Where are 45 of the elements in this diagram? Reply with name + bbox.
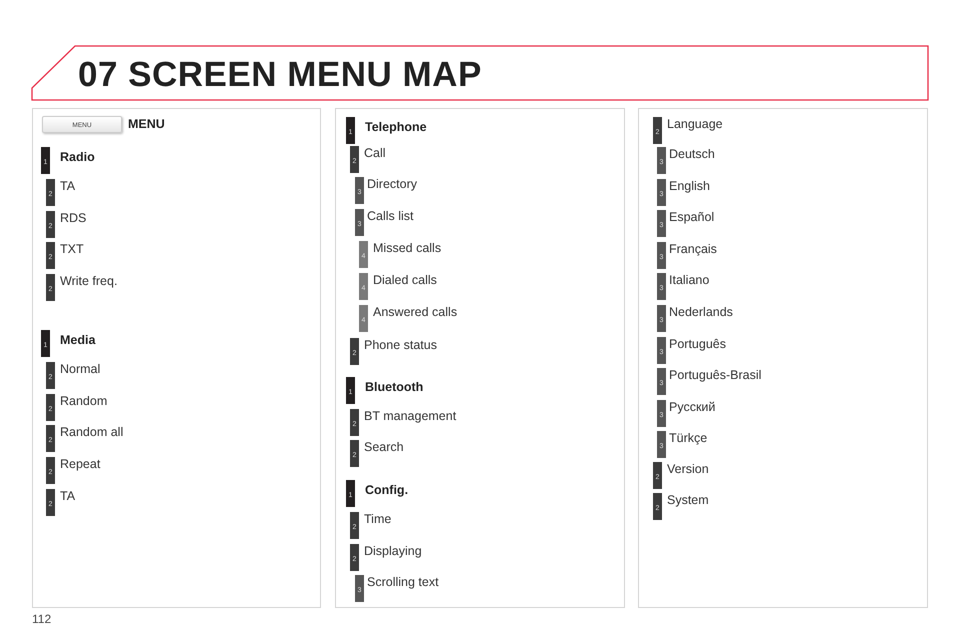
menu-item-label: Português-Brasil <box>669 368 762 384</box>
menu-item-label: Random all <box>60 425 124 440</box>
menu-item-label: TXT <box>60 242 84 257</box>
menu-item-label: Phone status <box>364 338 437 353</box>
menu-heading: Media <box>60 333 96 348</box>
menu-item-label: Русский <box>669 400 716 415</box>
menu-item-label: RDS <box>60 211 86 226</box>
menu-item-label: Calls list <box>367 209 414 224</box>
menu-item-label: Missed calls <box>373 241 442 256</box>
menu-item-label: Español <box>669 210 714 226</box>
menu-item-label: Repeat <box>60 457 100 472</box>
menu-item-label: TA <box>60 179 76 194</box>
menu-item-label: Call <box>364 146 386 161</box>
menu-item-label: Italiano <box>669 273 710 288</box>
menu-item-label: Scrolling text <box>367 575 439 590</box>
menu-item-label: Write freq. <box>60 274 118 289</box>
menu-item-label: English <box>669 178 710 194</box>
page-title: 07 SCREEN MENU MAP <box>78 55 482 95</box>
menu-item-label: Nederlands <box>669 305 733 320</box>
menu-item-label: Search <box>364 440 404 455</box>
menu-item-label: Answered calls <box>373 305 458 320</box>
menu-panel <box>32 108 321 608</box>
menu-item-label: Dialed calls <box>373 273 437 288</box>
menu-item-label: Français <box>669 242 717 257</box>
menu-item-label: Displaying <box>364 544 422 559</box>
menu-item-label: Português <box>669 336 726 352</box>
menu-item-label: System <box>667 493 709 508</box>
menu-panel <box>638 108 928 608</box>
menu-item-label: Türkçe <box>669 431 708 446</box>
menu-panel <box>335 108 625 608</box>
menu-item-label: Version <box>667 462 709 477</box>
menu-item-label: Language <box>667 117 723 132</box>
menu-item-label: Normal <box>60 362 100 377</box>
menu-heading: Bluetooth <box>365 380 424 395</box>
menu-item-label: Directory <box>367 177 418 192</box>
menu-item-label: Deutsch <box>669 147 715 162</box>
menu-heading: Radio <box>60 150 95 165</box>
menu-item-label: TA <box>60 489 76 504</box>
menu-item-label: BT management <box>364 409 456 424</box>
menu-heading: Telephone <box>365 120 427 135</box>
menu-item-label: Time <box>364 512 392 527</box>
page-number: 112 <box>32 612 52 626</box>
menu-item-label: Random <box>60 394 108 409</box>
menu-heading: Config. <box>365 483 408 498</box>
menu-heading: MENU <box>128 117 165 132</box>
